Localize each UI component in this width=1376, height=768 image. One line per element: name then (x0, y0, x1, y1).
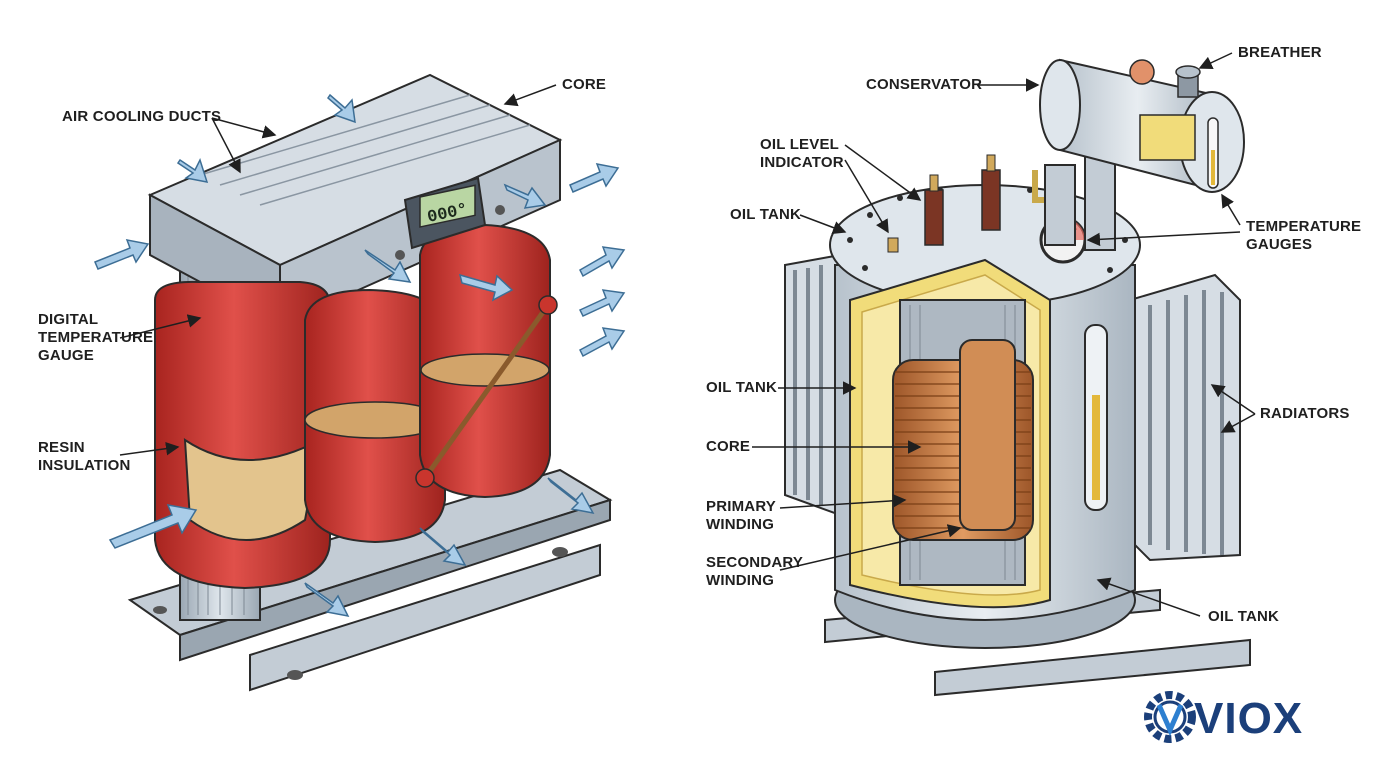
label-digital-temperature-gauge: DIGITAL TEMPERATURE GAUGE (38, 311, 154, 364)
tank-cutaway (849, 258, 1051, 609)
radiator-right (1129, 273, 1241, 562)
left-leader-lines (119, 84, 557, 456)
resin-coil-3 (415, 223, 558, 499)
label-resin-insulation: RESIN INSULATION (38, 439, 131, 474)
label-secondary-winding: SECONDARY WINDING (706, 554, 804, 589)
dry-type-transformer: 000° (94, 73, 626, 692)
conservator-tank (1032, 58, 1245, 251)
digital-temperature-gauge-display: 000° (403, 176, 487, 250)
resin-coil-2 (304, 288, 446, 544)
bushings (887, 154, 1001, 253)
label-breather: BREATHER (1238, 44, 1322, 61)
right-leader-lines (752, 52, 1256, 617)
label-primary-winding: PRIMARY WINDING (706, 498, 777, 533)
viox-logo: VIOX (1146, 690, 1346, 750)
oil-level-tube (1084, 324, 1108, 511)
label-oil-tank-bottom: OIL TANK (1208, 608, 1280, 625)
label-conservator: CONSERVATOR (866, 76, 983, 93)
label-core-right: CORE (706, 438, 751, 455)
label-radiators: RADIATORS (1260, 405, 1350, 422)
label-air-cooling-ducts: AIR COOLING DUCTS (62, 108, 222, 125)
airflow-arrows (94, 93, 626, 618)
label-core-left: CORE (562, 76, 607, 93)
radiator-left (784, 253, 841, 517)
viox-logo-text: VIOX (1194, 694, 1304, 743)
oil-immersed-transformer (752, 52, 1256, 697)
label-oil-tank-left: OIL TANK (706, 379, 778, 396)
label-oil-level-indicator: OIL LEVEL INDICATOR (760, 136, 844, 171)
viox-logo-gear-icon (1144, 691, 1196, 743)
resin-coil-1 (154, 280, 331, 590)
label-temperature-gauges: TEMPERATURE GAUGES (1246, 218, 1362, 253)
label-oil-tank-top: OIL TANK (730, 206, 802, 223)
